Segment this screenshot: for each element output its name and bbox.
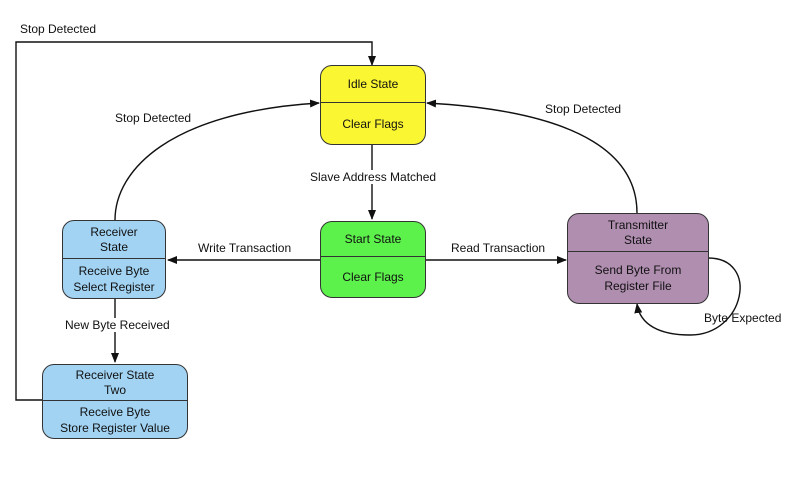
transmitter-state-action-line2: Register File <box>604 278 672 293</box>
label-stop-detected-left: Stop Detected <box>115 111 192 125</box>
start-state-body-section: Clear Flags <box>321 257 425 297</box>
edge-stop-detected-right <box>426 99 638 214</box>
start-state-action: Clear Flags <box>342 270 404 284</box>
transmitter-state: Transmitter State Send Byte From Registe… <box>567 213 709 304</box>
receiver-state-title-line1: Receiver <box>90 224 138 239</box>
receiver-state: Receiver State Receive Byte Select Regis… <box>62 220 166 299</box>
transmitter-state-body-section: Send Byte From Register File <box>568 252 708 303</box>
transmitter-state-title-line1: Transmitter <box>607 217 669 232</box>
receiver-state-two-title-line2: Two <box>103 382 126 397</box>
label-byte-expected: Byte Expected <box>704 311 782 325</box>
start-state: Start State Clear Flags <box>320 221 426 298</box>
label-stop-detected-right: Stop Detected <box>545 102 622 116</box>
label-new-byte-received: New Byte Received <box>63 318 172 332</box>
receiver-state-body-section: Receive Byte Select Register <box>63 259 165 298</box>
idle-state-title-section: Idle State <box>321 66 425 103</box>
receiver-state-two-action-line1: Receive Byte <box>79 404 151 419</box>
receiver-state-action-line2: Select Register <box>73 279 155 294</box>
transmitter-state-action-line1: Send Byte From <box>594 262 682 277</box>
edge-stop-detected-outer <box>15 41 376 401</box>
idle-state-title: Idle State <box>347 76 399 91</box>
edge-stop-detected-left <box>114 99 320 221</box>
receiver-state-action-line1: Receive Byte <box>78 263 150 278</box>
receiver-state-two-body-section: Receive Byte Store Register Value <box>43 401 187 438</box>
label-read-transaction: Read Transaction <box>451 241 546 255</box>
transmitter-state-title-line2: State <box>623 232 653 247</box>
transmitter-state-title-section: Transmitter State <box>568 214 708 252</box>
receiver-state-two-action-line2: Store Register Value <box>60 420 170 435</box>
idle-state-action: Clear Flags <box>342 116 404 131</box>
receiver-state-two: Receiver State Two Receive Byte Store Re… <box>42 364 188 439</box>
idle-state-body-section: Clear Flags <box>321 103 425 144</box>
label-stop-detected-outer: Stop Detected <box>20 22 97 36</box>
label-slave-address-matched: Slave Address Matched <box>308 170 439 184</box>
start-state-title: Start State <box>344 231 402 246</box>
receiver-state-two-title-section: Receiver State Two <box>43 365 187 401</box>
start-state-title-section: Start State <box>321 222 425 257</box>
receiver-state-title-section: Receiver State <box>63 221 165 259</box>
receiver-state-two-title-line1: Receiver State <box>75 367 155 382</box>
label-write-transaction: Write Transaction <box>198 241 292 255</box>
receiver-state-title-line2: State <box>99 239 129 254</box>
idle-state: Idle State Clear Flags <box>320 65 426 145</box>
edge-byte-expected-loop <box>634 257 741 336</box>
